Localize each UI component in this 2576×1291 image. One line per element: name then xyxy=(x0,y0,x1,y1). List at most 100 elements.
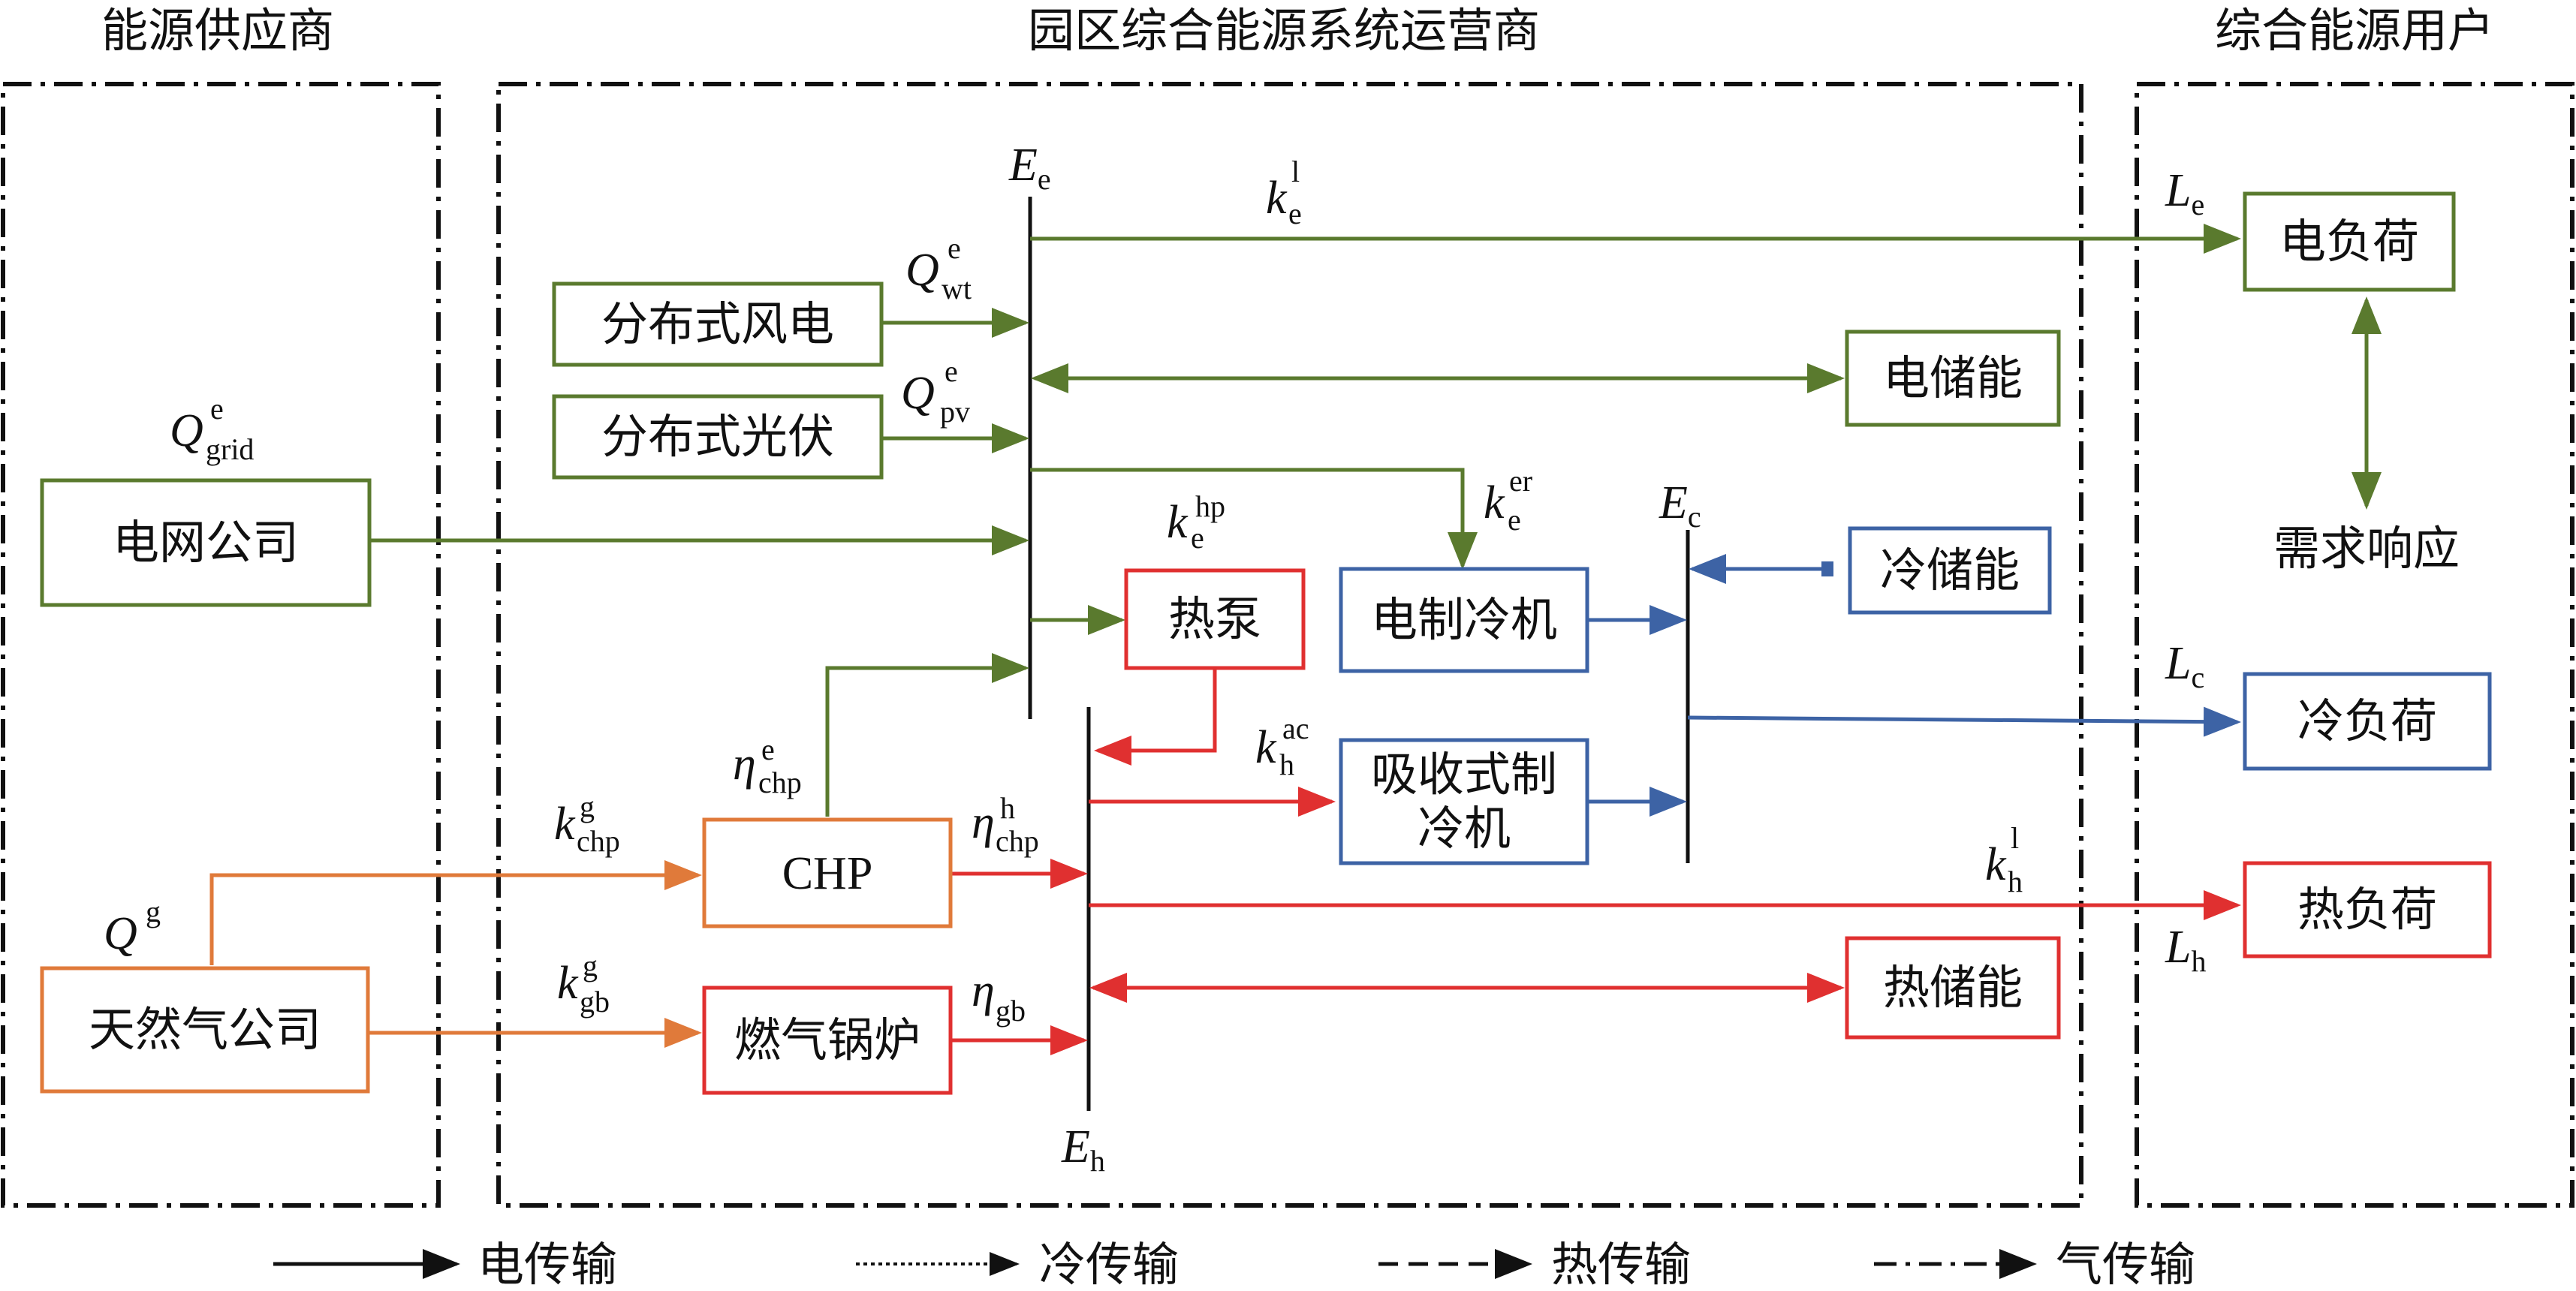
chp-label: CHP xyxy=(782,848,873,899)
svg-text:grid: grid xyxy=(206,432,254,466)
region-operator-frame xyxy=(496,82,2083,1208)
svg-text:η: η xyxy=(972,797,995,848)
svg-text:l: l xyxy=(1291,155,1300,188)
pv-label: 分布式光伏 xyxy=(601,409,834,464)
svg-text:g: g xyxy=(146,895,161,928)
svg-text:Q: Q xyxy=(104,908,137,959)
svg-text:g: g xyxy=(583,949,598,983)
symbol-kh-l: k l h xyxy=(1985,821,2023,898)
elec-storage-box xyxy=(1845,330,2061,427)
svg-text:chp: chp xyxy=(758,766,802,799)
svg-text:h: h xyxy=(1000,791,1015,825)
elec-chiller-box xyxy=(1339,567,1589,673)
svg-text:h: h xyxy=(1279,748,1294,781)
elec-chiller-label: 电制冷机 xyxy=(1371,592,1557,647)
svg-text:k: k xyxy=(1985,839,2007,890)
symbol-Lh: Lh xyxy=(2165,922,2206,978)
absorb-chiller-label-1: 吸收式制 xyxy=(1371,747,1557,802)
svg-text:k: k xyxy=(1484,477,1505,528)
symbol-ke-er: k er e xyxy=(1484,464,1532,537)
legend-gas-label: 气传输 xyxy=(2056,1237,2195,1291)
symbol-Le: Le xyxy=(2165,165,2204,221)
svg-text:Q: Q xyxy=(170,405,203,456)
svg-text:g: g xyxy=(580,790,595,823)
svg-text:Q: Q xyxy=(901,368,935,419)
svg-text:e: e xyxy=(210,392,224,426)
heat-storage-box xyxy=(1845,936,2061,1040)
symbol-k-gb-g: k g gb xyxy=(557,949,610,1019)
svg-text:er: er xyxy=(1509,464,1532,498)
heat-pump-box xyxy=(1124,568,1306,670)
svg-text:hp: hp xyxy=(1195,489,1225,523)
heat-load-label: 热负荷 xyxy=(2297,882,2437,937)
svg-text:gb: gb xyxy=(580,985,610,1019)
cold-storage-box xyxy=(1848,526,2052,615)
symbol-Eh: Eh xyxy=(1061,1121,1105,1178)
svg-text:e: e xyxy=(945,354,958,388)
heat-pump-label: 热泵 xyxy=(1168,591,1261,646)
symbol-ke-l: k l e xyxy=(1266,155,1302,230)
svg-text:k: k xyxy=(1266,173,1288,224)
heat-load-box xyxy=(2243,861,2492,958)
region-user-frame xyxy=(2135,82,2574,1208)
elec-load-box xyxy=(2243,191,2456,292)
symbol-ke-hp: k hp e xyxy=(1167,489,1225,555)
svg-text:k: k xyxy=(554,799,576,850)
region-title-user: 综合能源用户 xyxy=(2215,3,2494,58)
svg-text:η: η xyxy=(733,739,756,790)
symbol-Qg: Q g xyxy=(104,895,161,959)
symbol-Q-grid: Q e grid xyxy=(170,392,254,466)
grid-company-label: 电网公司 xyxy=(113,515,299,570)
cold-load-label: 冷负荷 xyxy=(2297,694,2437,748)
svg-text:chp: chp xyxy=(996,824,1039,858)
svg-text:e: e xyxy=(1288,197,1302,230)
gas-boiler-box xyxy=(702,986,953,1095)
symbol-Lc: Lc xyxy=(2165,638,2204,694)
cold-storage-connector xyxy=(1821,561,1833,576)
chp-box xyxy=(702,817,953,928)
flow-chp-to-elec-bus xyxy=(825,653,1029,817)
legend-electric-label: 电传输 xyxy=(478,1237,617,1291)
svg-text:e: e xyxy=(1191,521,1204,555)
wind-label: 分布式风电 xyxy=(601,296,834,351)
svg-text:gb: gb xyxy=(996,994,1026,1028)
symbol-Ee: Ee xyxy=(1008,140,1051,196)
wind-box xyxy=(552,281,884,367)
cold-storage-label: 冷储能 xyxy=(1880,543,2020,597)
legend-cold-label: 冷传输 xyxy=(1039,1237,1179,1291)
region-title-supplier: 能源供应商 xyxy=(101,3,334,58)
heat-storage-label: 热储能 xyxy=(1883,960,2023,1015)
legend: 电传输 冷传输 热传输 气传输 xyxy=(273,1237,2195,1291)
grid-company-box xyxy=(40,478,372,607)
legend-heat-label: 热传输 xyxy=(1551,1237,1691,1291)
symbol-Q-pv: Q e pv xyxy=(901,354,970,429)
elec-storage-label: 电储能 xyxy=(1883,351,2023,405)
svg-text:k: k xyxy=(557,958,579,1009)
flow-to-cold-load xyxy=(1687,706,2241,737)
svg-text:e: e xyxy=(1508,503,1521,537)
gas-boiler-label: 燃气锅炉 xyxy=(734,1013,920,1067)
symbol-eta-chp-h: η h chp xyxy=(972,791,1039,858)
demand-response-label: 需求响应 xyxy=(2273,521,2460,576)
svg-text:ac: ac xyxy=(1282,712,1309,745)
symbol-Ec: Ec xyxy=(1659,477,1701,534)
symbol-k-chp-g: k g chp xyxy=(554,790,620,858)
svg-text:k: k xyxy=(1255,722,1277,773)
symbol-eta-gb: η gb xyxy=(972,965,1026,1028)
svg-text:e: e xyxy=(948,231,961,265)
absorb-chiller-label-2: 冷机 xyxy=(1418,801,1511,856)
cold-load-box xyxy=(2243,672,2492,771)
flow-heat-pump-to-heat-bus xyxy=(1094,667,1217,766)
symbol-Q-wt: Q e wt xyxy=(905,231,972,305)
gas-company-label: 天然气公司 xyxy=(89,1002,321,1057)
svg-text:η: η xyxy=(972,965,995,1016)
symbol-kh-ac: k ac h xyxy=(1255,712,1309,781)
svg-text:e: e xyxy=(761,733,775,766)
svg-text:Q: Q xyxy=(905,245,939,296)
svg-text:pv: pv xyxy=(940,395,970,429)
svg-text:h: h xyxy=(2008,865,2023,898)
svg-text:k: k xyxy=(1167,497,1189,548)
svg-text:l: l xyxy=(2011,821,2019,855)
flow-gas-to-chp xyxy=(209,860,702,965)
